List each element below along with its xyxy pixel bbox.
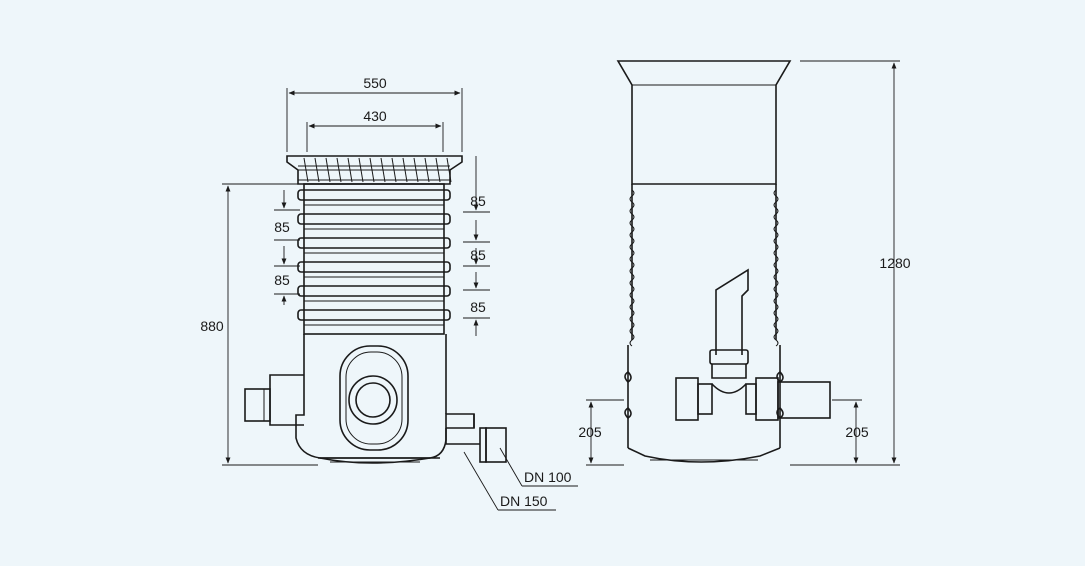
side-funnel [616, 60, 792, 185]
riser-rib [297, 285, 451, 297]
dim-total-height: 1280 [790, 60, 911, 466]
dim-outer-width: 550 [286, 75, 463, 152]
pipe-label-dn100: DN 100 [524, 469, 572, 485]
pipe-label-dn150: DN 150 [500, 493, 548, 509]
dim-205-left-label: 205 [578, 424, 602, 440]
grate-bar [446, 157, 452, 183]
grate-bar [314, 157, 320, 183]
riser-rib [297, 261, 451, 273]
pipe-leaders: DN 100 DN 150 [463, 447, 578, 511]
ribbed-riser [297, 183, 451, 335]
front-view: 550 430 880 85 85 [200, 75, 578, 511]
side-body [624, 184, 784, 463]
dim-1280-label: 1280 [879, 255, 910, 271]
dim-ring-pitch-right: 85 85 85 [463, 156, 490, 336]
riser-rib [297, 213, 451, 225]
grate-bar [435, 157, 441, 183]
dim-inlet-right: 205 [790, 399, 869, 466]
dim-height: 880 [200, 183, 318, 466]
dim-85-right-3: 85 [470, 299, 486, 315]
dim-85-right-2: 85 [470, 247, 486, 263]
side-internal-pipe [675, 268, 831, 421]
dim-550-label: 550 [363, 75, 387, 91]
dim-880-label: 880 [200, 318, 224, 334]
grate-bar [402, 157, 408, 183]
grate-bar [325, 157, 331, 183]
grate-bar [413, 157, 419, 183]
grate-bar [424, 157, 430, 183]
grate-bar [336, 157, 342, 183]
dim-inlet-left: 205 [578, 399, 624, 466]
grate-bar [358, 157, 364, 183]
grate-bar [369, 157, 375, 183]
top-grate-frame [286, 155, 463, 185]
side-view: 1280 205 205 [578, 60, 911, 466]
riser-rib [297, 189, 451, 201]
dim-inner-width: 430 [306, 108, 444, 152]
dim-430-label: 430 [363, 108, 387, 124]
dim-85-right-1: 85 [470, 193, 486, 209]
grate-bar [347, 157, 353, 183]
grate-bar [380, 157, 386, 183]
grate-bar [391, 157, 397, 183]
grate-bar [303, 157, 309, 183]
dim-ring-pitch-left: 85 85 [274, 190, 300, 305]
chamber-base [244, 334, 507, 464]
dim-85-left-2: 85 [274, 272, 290, 288]
riser-rib [297, 309, 451, 321]
dim-85-left-1: 85 [274, 219, 290, 235]
riser-rib [297, 237, 451, 249]
dim-205-right-label: 205 [845, 424, 869, 440]
